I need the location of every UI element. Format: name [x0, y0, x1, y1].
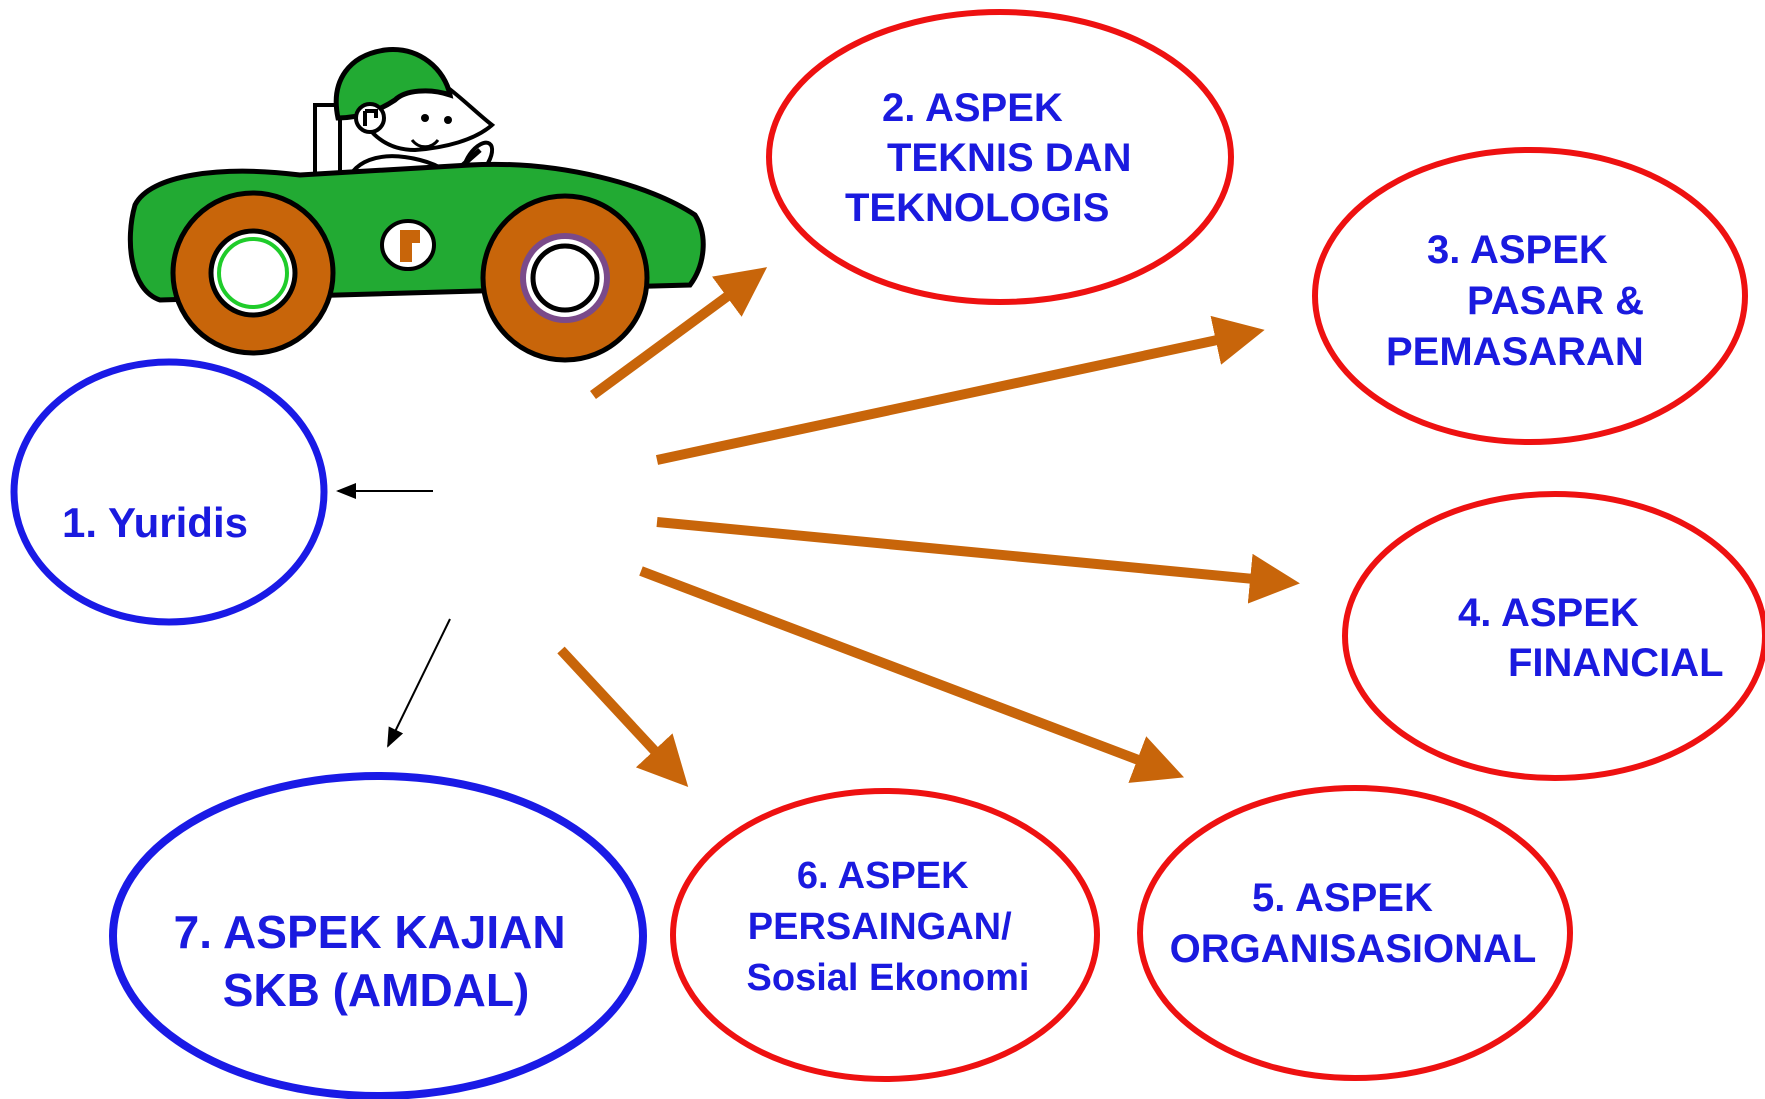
arrow-to-aspect-2 [590, 267, 768, 400]
node-3-ellipse [1312, 147, 1748, 445]
node-1-ellipse [10, 358, 328, 626]
arrow-to-aspect-5 [639, 566, 1185, 783]
car-driver-icon [127, 47, 706, 363]
node-2-ellipse [766, 9, 1234, 305]
arrow-to-aspect-7 [387, 618, 451, 748]
node-5-ellipse [1137, 785, 1573, 1081]
node-4-ellipse [1342, 491, 1765, 781]
node-2-label: 2. ASPEK TEKNIS DAN TEKNOLOGIS [845, 86, 1143, 230]
node-7-ellipse [109, 772, 647, 1099]
node-4-label: 4. ASPEK FINANCIAL [1458, 591, 1724, 685]
arrow-to-aspect-4 [656, 517, 1300, 604]
node-6-ellipse [670, 788, 1100, 1082]
node-1-label: 1. Yuridis [62, 499, 248, 546]
node-7-label: 7. ASPEK KAJIAN SKB (AMDAL) [174, 906, 579, 1016]
node-5-label: 5. ASPEK ORGANISASIONAL [1170, 876, 1537, 971]
node-6-label: 6. ASPEK PERSAINGAN/ Sosial Ekonomi [747, 855, 1030, 999]
arrow-to-aspect-6 [557, 646, 689, 787]
arrow-to-aspect-3 [655, 315, 1265, 465]
node-3-label: 3. ASPEK PASAR & PEMASARAN [1386, 228, 1655, 374]
